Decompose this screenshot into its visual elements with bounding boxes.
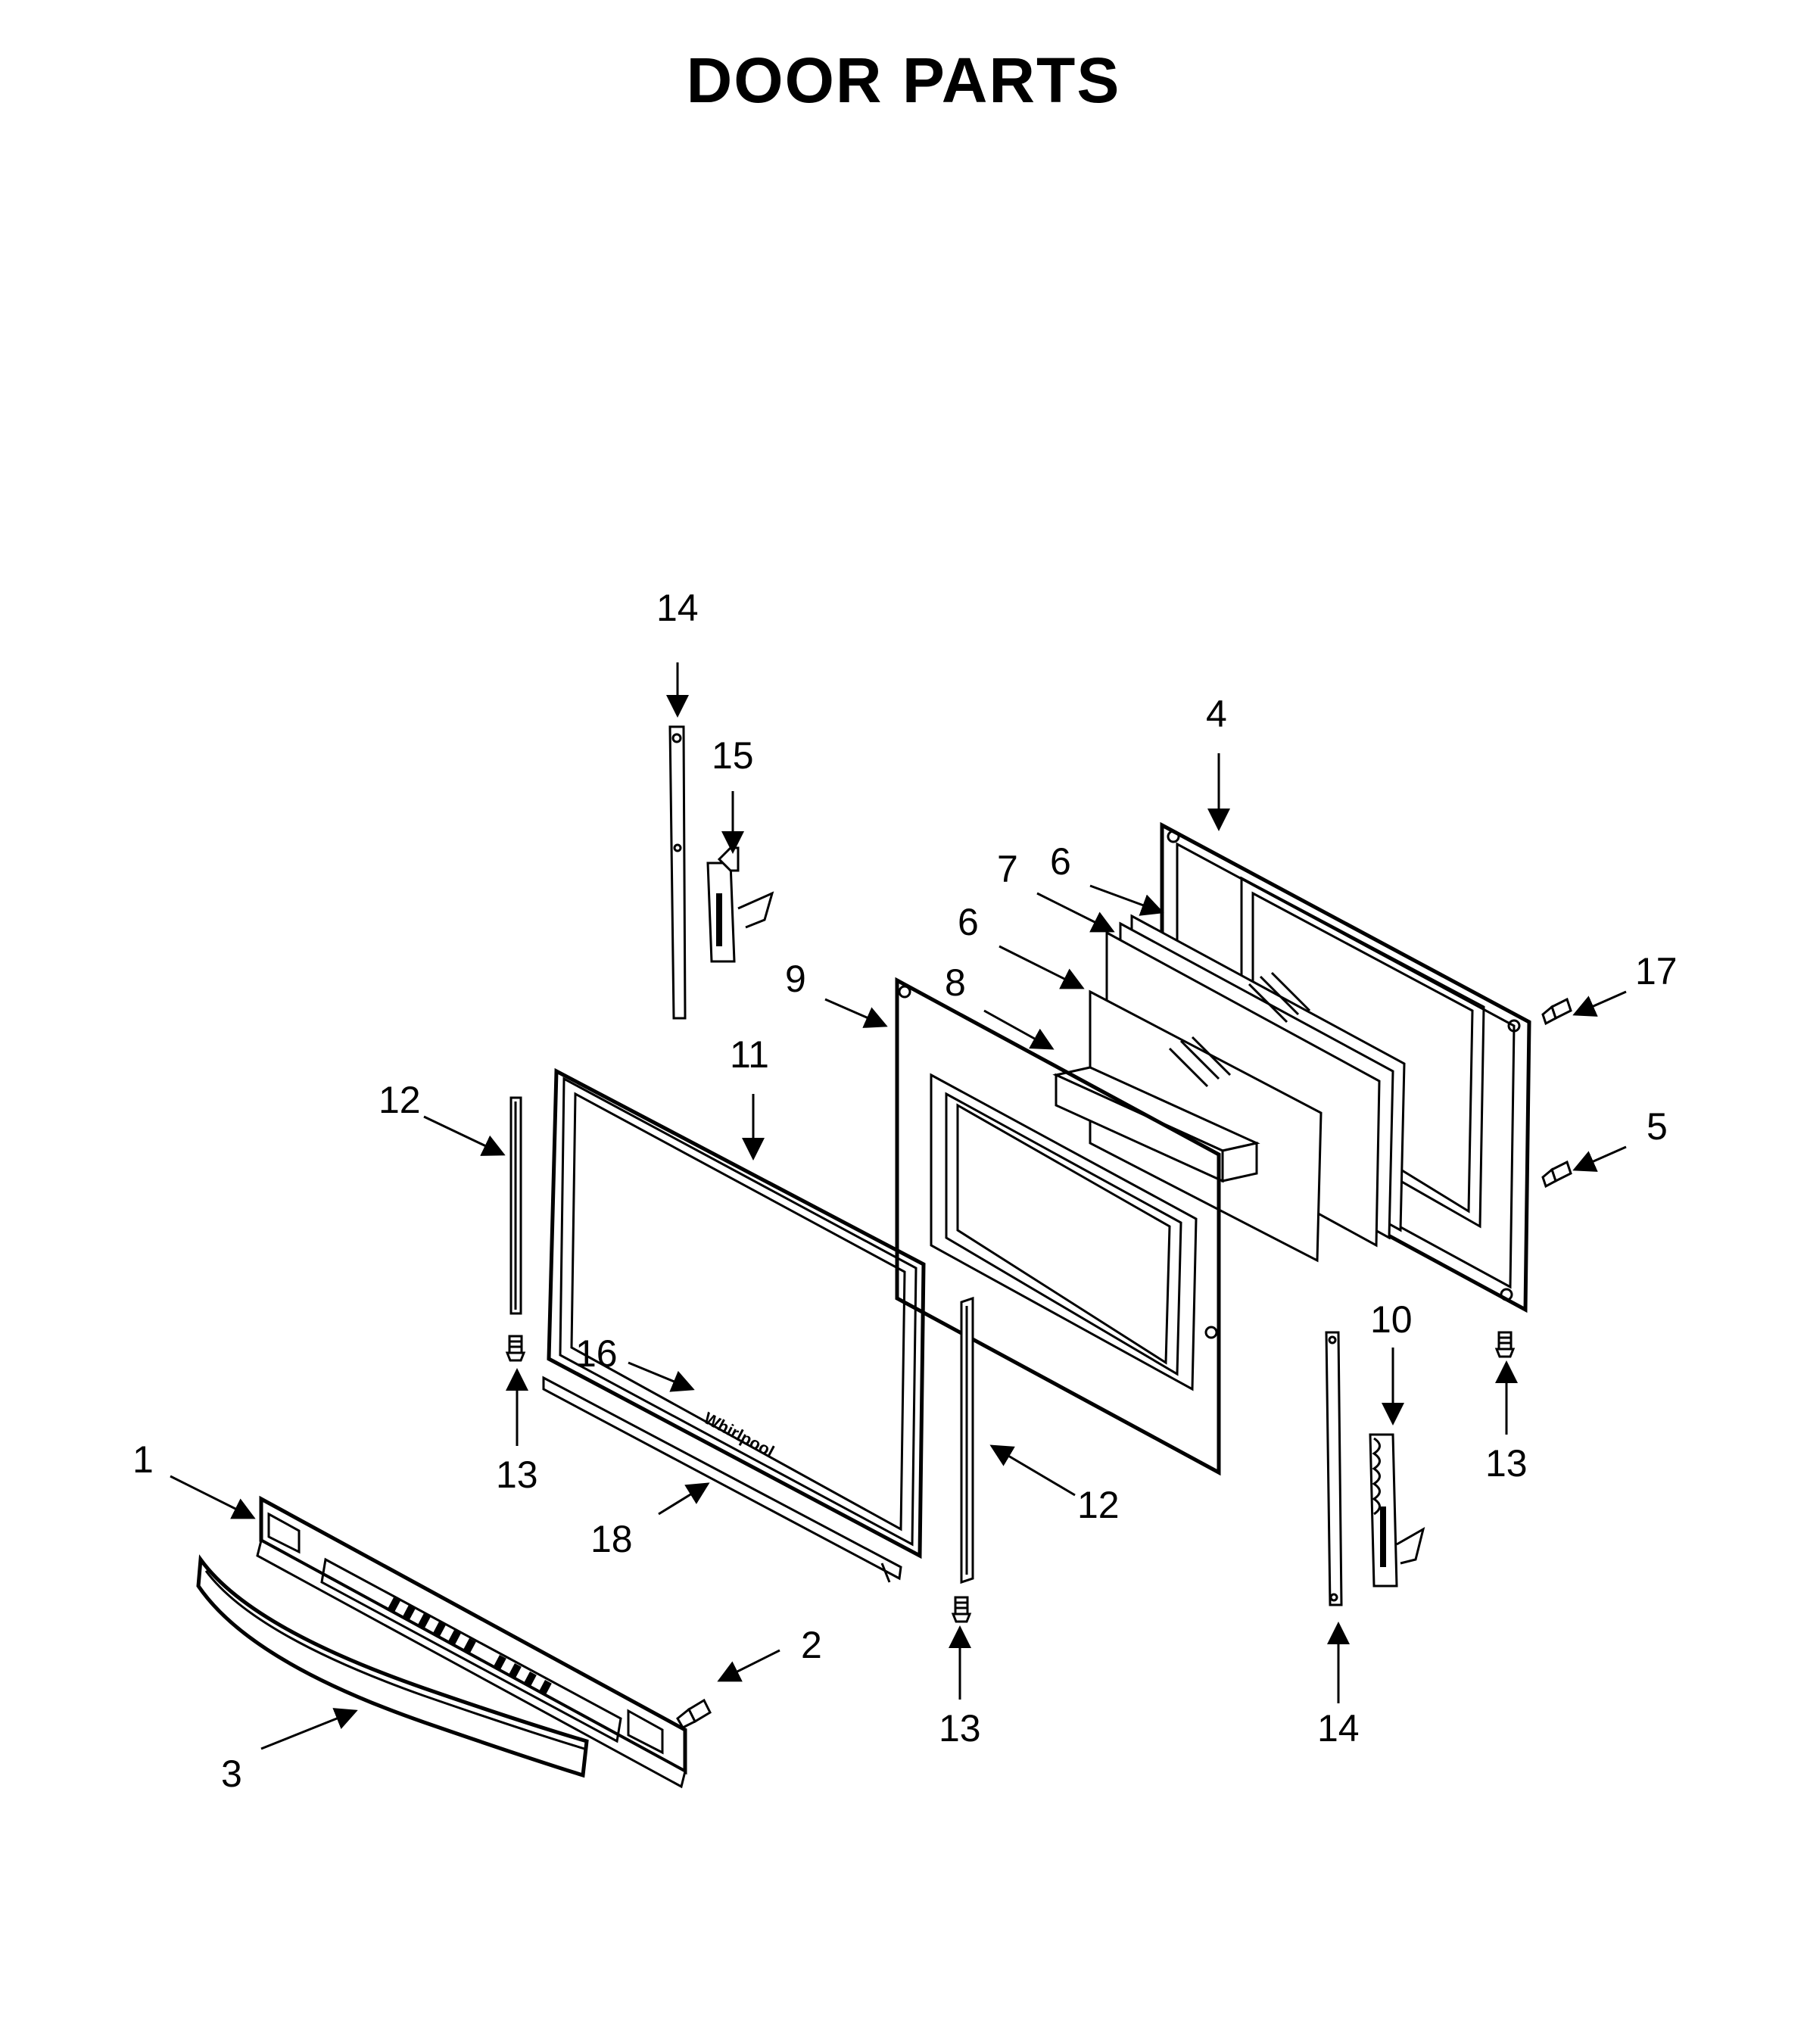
callout-3: 3 [221,1753,242,1795]
callout-7: 7 [997,848,1018,890]
callout-17: 17 [1635,950,1678,992]
callout-10: 10 [1370,1298,1413,1341]
callout-8: 8 [945,961,966,1004]
side-trim-left [509,1096,522,1315]
callout-14-bottom: 14 [1317,1707,1360,1750]
callout-labels: 14 15 4 7 6 6 8 9 11 12 17 5 10 16 18 12… [132,587,1678,1795]
callout-11: 11 [730,1033,769,1076]
door-handle [196,1554,589,1778]
callout-15: 15 [712,734,754,777]
callout-13-left: 13 [496,1454,538,1496]
callout-5: 5 [1647,1105,1668,1148]
callout-6-lower: 6 [958,901,979,943]
callout-arrows [170,662,1627,1750]
insulation-block [1052,1066,1260,1183]
screw-13-left [505,1335,526,1362]
callout-13-right: 13 [1485,1442,1528,1485]
screw-5 [1541,1160,1572,1189]
side-trim-right [960,1296,974,1584]
callout-14-top: 14 [656,587,699,629]
brand-logo: Whirlpool [701,1408,777,1461]
hinge-top [706,846,774,963]
callout-2: 2 [801,1624,822,1666]
callout-9: 9 [785,958,806,1000]
door-bottom-trim [542,1376,902,1583]
door-frame [895,977,1221,1476]
outer-door-glass [547,1067,926,1559]
callout-16: 16 [575,1332,618,1375]
callout-12-left: 12 [379,1079,421,1121]
callout-4: 4 [1206,693,1227,735]
callout-6-top: 6 [1050,840,1071,883]
page-title: DOOR PARTS [686,45,1121,116]
screw-13-center [951,1596,972,1623]
callout-1: 1 [132,1438,154,1481]
hinge-bottom [1369,1433,1425,1588]
callout-18: 18 [590,1518,633,1560]
screw-13-right [1494,1331,1516,1358]
callout-12-right: 12 [1077,1484,1120,1526]
screw-2 [676,1698,712,1729]
hinge-bar-top [668,725,687,1020]
hinge-bar-bottom [1325,1331,1343,1606]
callout-13-center: 13 [939,1707,981,1750]
control-panel-trim [256,1495,687,1789]
screw-17 [1541,997,1572,1026]
